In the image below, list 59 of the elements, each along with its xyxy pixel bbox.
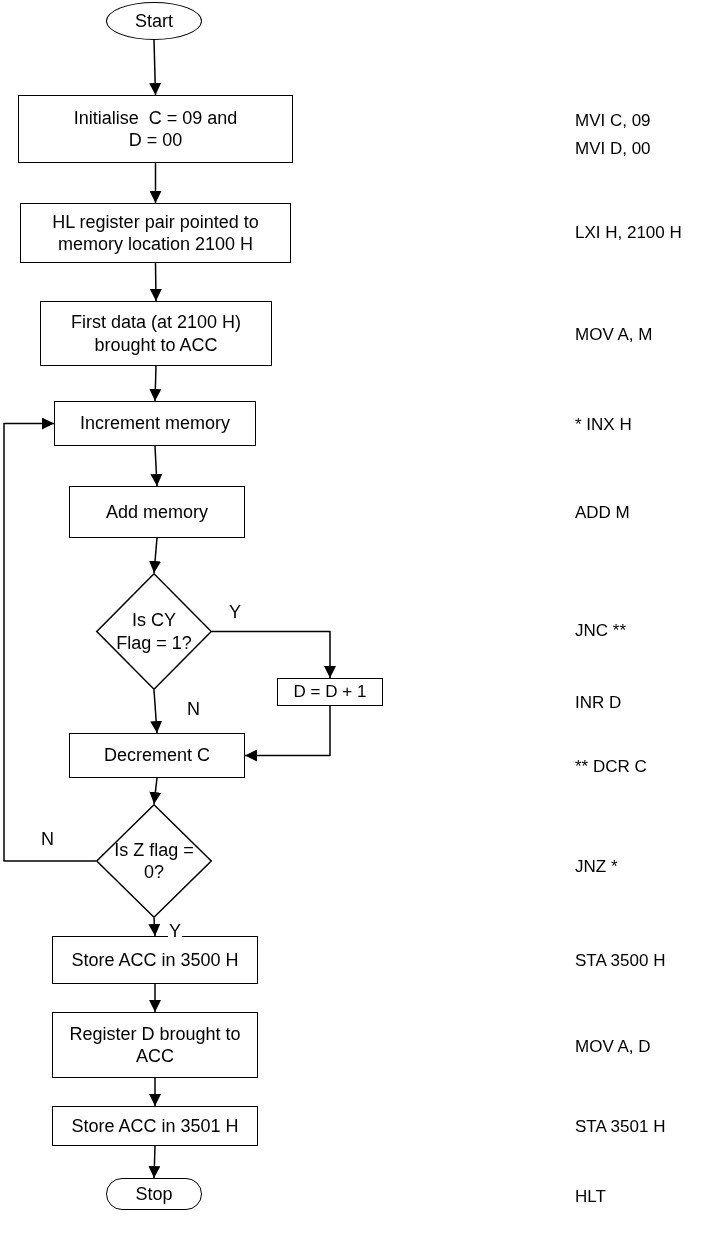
node-label: Is Z flag = 0?: [113, 838, 195, 884]
code-annotation: INR D: [575, 694, 622, 711]
arrow: [149, 983, 161, 1013]
arrow: [244, 705, 331, 762]
decision-diamond: [96, 804, 212, 918]
edge-label: Y: [168, 922, 182, 940]
arrow: [149, 262, 162, 302]
code-annotation: MOV A, M: [575, 326, 653, 343]
arrow: [150, 445, 163, 487]
process-box: [18, 95, 293, 163]
node-label: HL register pair pointed to memory location 2100 H: [51, 210, 260, 256]
process-box: [52, 1012, 258, 1078]
process-box: [277, 678, 383, 706]
arrow: [149, 162, 162, 204]
arrow: [148, 1145, 161, 1179]
edge-label: N: [40, 830, 55, 848]
code-annotation: STA 3501 H: [575, 1118, 666, 1135]
node-label: Is CY Flag = 1?: [115, 609, 193, 654]
arrow: [149, 1077, 161, 1107]
process-box: [40, 301, 272, 366]
code-annotation: HLT: [575, 1188, 606, 1205]
code-annotation: MVI D, 00: [575, 140, 651, 157]
edge-label: N: [186, 700, 201, 718]
arrow: [3, 417, 97, 862]
node-label: Decrement C: [104, 744, 210, 767]
code-annotation: ** DCR C: [575, 758, 647, 775]
node-label: Register D brought to ACC: [68, 1022, 242, 1068]
decision-diamond: [96, 573, 212, 690]
node-label: Initialise C = 09 and D = 00: [72, 106, 239, 152]
code-annotation: LXI H, 2100 H: [575, 224, 682, 241]
code-annotation: STA 3500 H: [575, 952, 666, 969]
node-label: Add memory: [105, 500, 208, 524]
arrow: [211, 630, 336, 679]
node-label: Store ACC in 3501 H: [71, 1114, 239, 1138]
process-box: [54, 401, 256, 446]
process-box: [52, 1106, 258, 1146]
arrow: [149, 537, 161, 574]
process-box: [20, 203, 291, 263]
node-label: Increment memory: [79, 412, 230, 435]
process-box: [69, 486, 245, 538]
process-box: [69, 733, 245, 778]
code-annotation: MVI C, 09: [575, 112, 651, 129]
node-label: Stop: [135, 1182, 173, 1206]
arrow: [148, 917, 161, 937]
arrow: [149, 365, 162, 402]
node-label: Store ACC in 3500 H: [71, 948, 239, 972]
node-label: D = D + 1: [293, 681, 367, 703]
process-box: [52, 936, 258, 984]
arrow: [149, 777, 162, 805]
node-label: First data (at 2100 H) brought to ACC: [69, 311, 243, 356]
code-annotation: MOV A, D: [575, 1038, 651, 1055]
code-annotation: JNC **: [575, 622, 626, 639]
node-label: Start: [135, 9, 173, 33]
code-annotation: ADD M: [575, 504, 630, 521]
arrow: [150, 689, 163, 734]
edge-label: Y: [228, 603, 242, 621]
arrow: [149, 39, 162, 96]
code-annotation: * INX H: [575, 416, 632, 433]
code-annotation: JNZ *: [575, 858, 618, 875]
